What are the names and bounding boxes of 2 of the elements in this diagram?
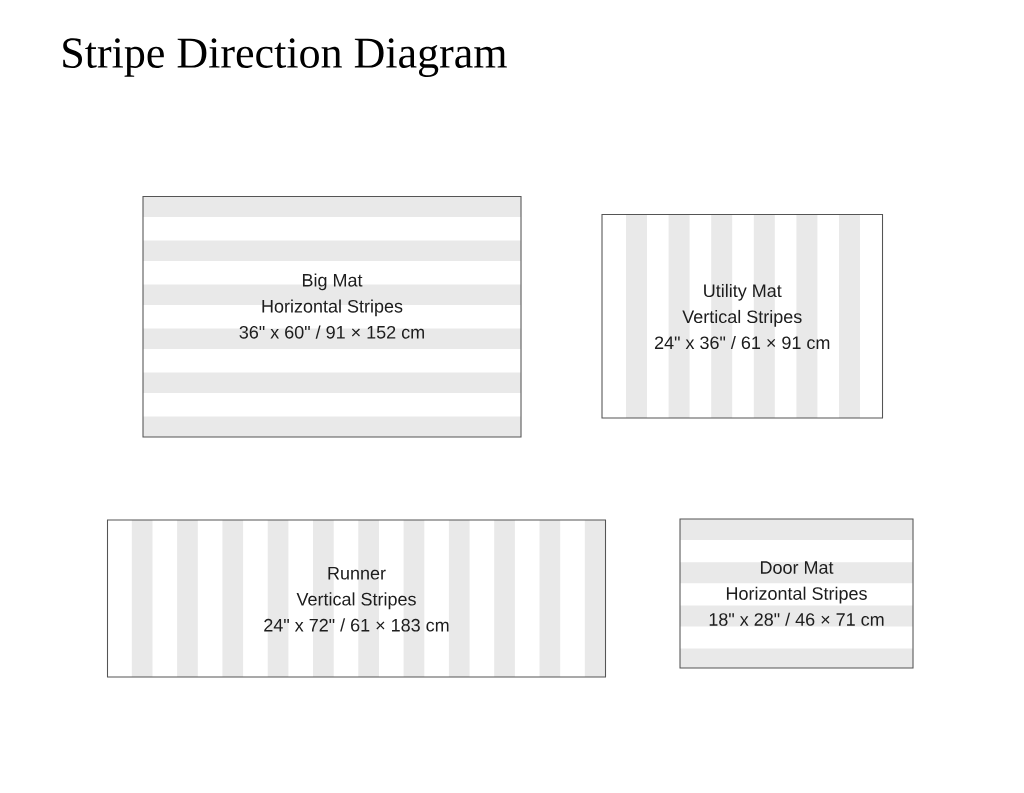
title: Stripe Direction Diagram	[63, 38, 507, 77]
striped-mat: Door Mat Horizontal Stripes 18" x 28" / 46 × 71 cm	[679, 518, 914, 669]
